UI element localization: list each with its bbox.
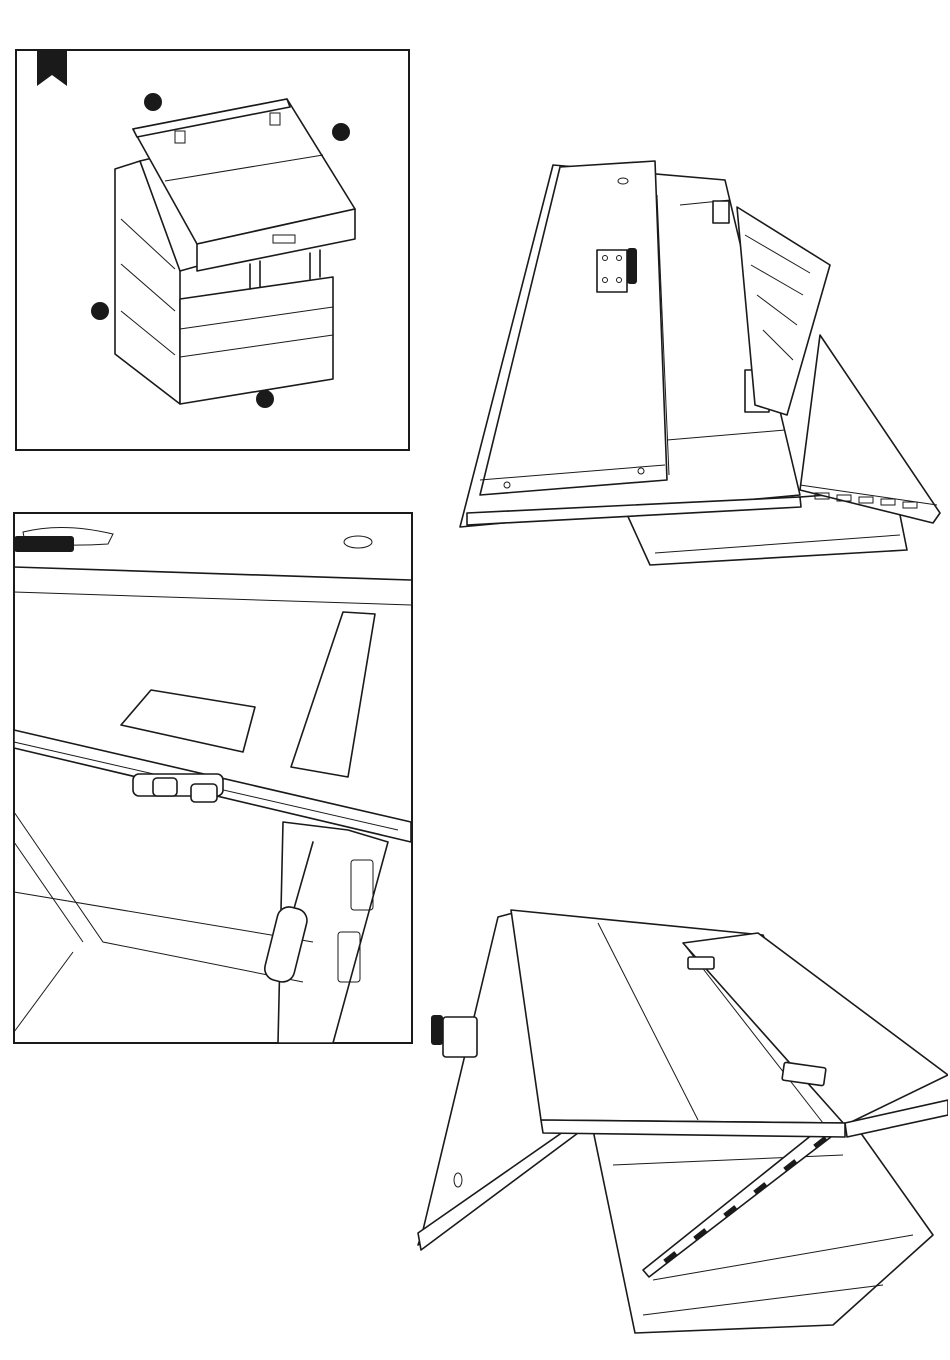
lid-open-drawing xyxy=(460,161,940,565)
lid-open-figure xyxy=(455,155,945,575)
marker-dot-top-right xyxy=(332,123,350,141)
marker-dot-top-left xyxy=(144,93,162,111)
marker-dot-left xyxy=(91,302,109,320)
lid-hinges-drawing xyxy=(418,910,948,1333)
hinge-screwing-figure xyxy=(13,512,413,1044)
marker-dot-bottom xyxy=(256,390,274,408)
overview-figure xyxy=(15,49,410,451)
lid-hinges-figure xyxy=(413,905,948,1345)
